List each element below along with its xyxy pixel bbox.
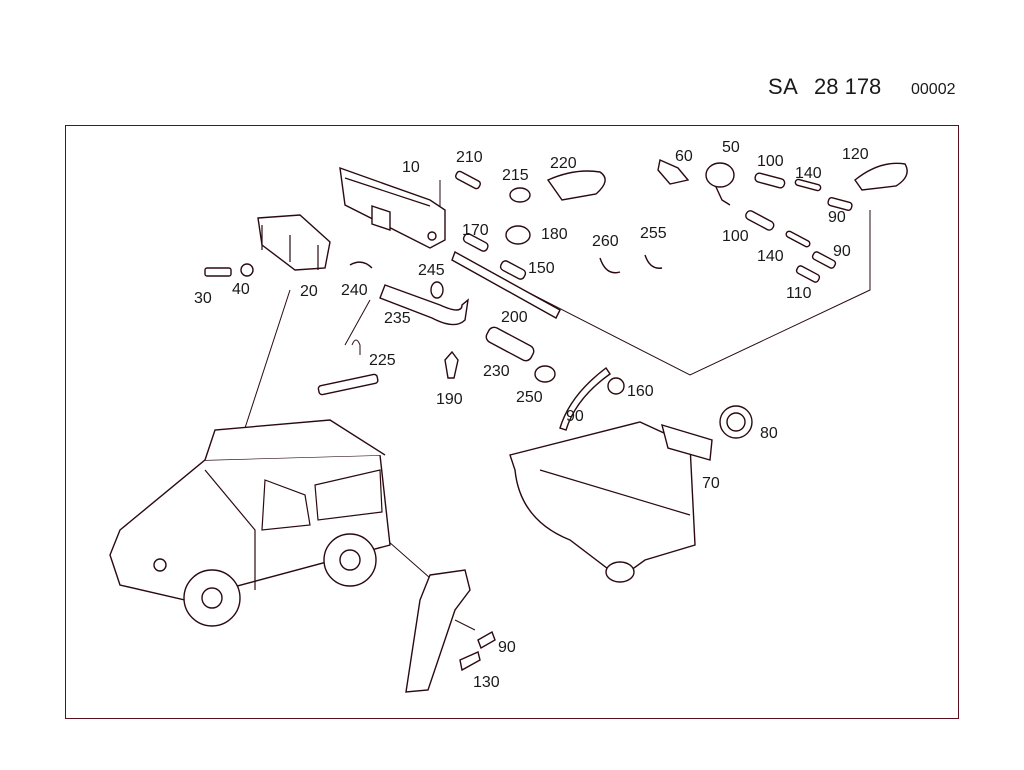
- pipes: [451, 233, 561, 319]
- label-250: 250: [516, 389, 543, 406]
- label-180: 180: [541, 226, 568, 243]
- label-130: 130: [473, 674, 500, 691]
- label-70: 70: [702, 475, 720, 492]
- label-235: 235: [384, 310, 411, 327]
- label-90-d: 90: [498, 639, 516, 656]
- label-230: 230: [483, 363, 510, 380]
- label-110: 110: [786, 285, 812, 302]
- hose-235: [379, 284, 469, 326]
- label-20: 20: [300, 283, 318, 300]
- label-30: 30: [194, 290, 212, 307]
- washer-reservoir-upper: [339, 166, 446, 249]
- label-60: 60: [675, 148, 693, 165]
- label-255: 255: [640, 225, 667, 242]
- part-labels: 10 20 30 40 50 60 70 80 90 90 90 90 100 …: [194, 139, 869, 691]
- label-80: 80: [760, 425, 778, 442]
- bracket: [257, 214, 331, 271]
- label-90-b: 90: [833, 243, 851, 260]
- lower-fittings: [317, 326, 625, 431]
- washer-filler-neck: [405, 569, 496, 693]
- label-245: 245: [418, 262, 445, 279]
- sheet-index: 00002: [911, 81, 956, 98]
- label-140-b: 140: [757, 248, 784, 265]
- label-225: 225: [369, 352, 396, 369]
- label-160: 160: [627, 383, 654, 400]
- sheet-header: SA 28 178 00002: [768, 74, 968, 104]
- label-220: 220: [550, 155, 577, 172]
- washer-reservoir: [509, 421, 713, 583]
- vehicle: [109, 419, 391, 627]
- label-140-a: 140: [795, 165, 822, 182]
- label-120: 120: [842, 146, 869, 163]
- label-10: 10: [402, 159, 420, 176]
- label-240: 240: [341, 282, 368, 299]
- sheet-number: 28 178: [814, 74, 882, 99]
- screw-and-washer: [204, 263, 254, 277]
- label-150: 150: [528, 260, 555, 277]
- label-100-a: 100: [757, 153, 784, 170]
- label-90-a: 90: [828, 209, 846, 226]
- label-190: 190: [436, 391, 463, 408]
- washer-pump-assembly: [705, 162, 908, 283]
- label-90-c: 90: [566, 408, 584, 425]
- label-100-b: 100: [722, 228, 749, 245]
- label-170: 170: [462, 222, 489, 239]
- clips: [349, 159, 690, 299]
- label-260: 260: [592, 233, 619, 250]
- label-40: 40: [232, 281, 250, 298]
- label-215: 215: [502, 167, 529, 184]
- label-210: 210: [456, 149, 483, 166]
- diagram-frame: [65, 125, 959, 719]
- label-50: 50: [722, 139, 740, 156]
- sheet-code: SA: [768, 74, 799, 99]
- label-200: 200: [501, 309, 528, 326]
- reservoir-cap: [719, 405, 753, 439]
